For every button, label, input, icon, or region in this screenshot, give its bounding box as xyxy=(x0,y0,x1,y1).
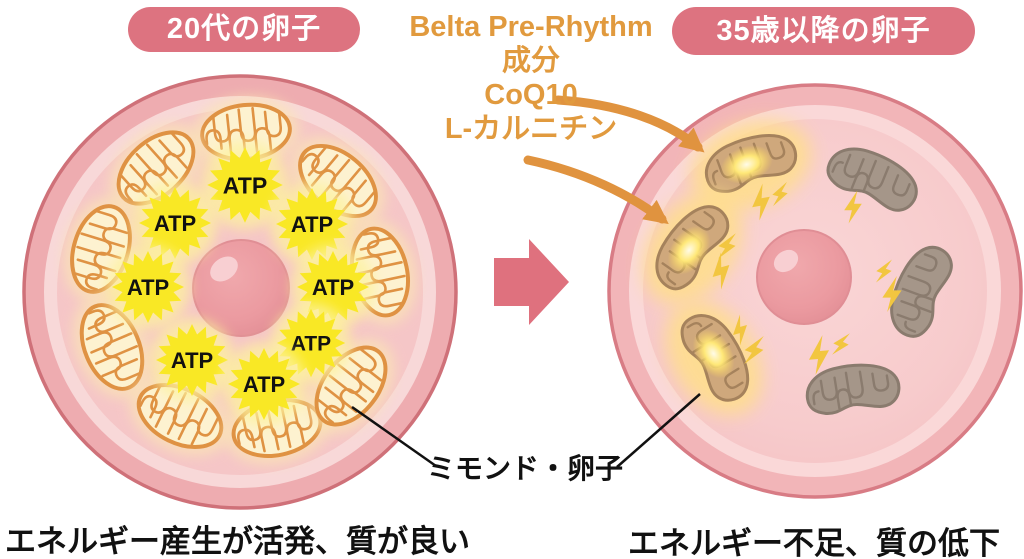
right-cell-title-badge: 35歳以降の卵子 xyxy=(672,7,975,55)
supplement-arrow-icon xyxy=(553,95,705,153)
supplement-ingredient-lcarnitine: L-カルニチン xyxy=(444,113,618,145)
atp-label: ATP xyxy=(291,333,331,356)
atp-label: ATP xyxy=(127,275,169,300)
atp-burst-icon: ATP xyxy=(201,141,289,229)
left-cell-title-badge: 20代の卵子 xyxy=(128,7,360,52)
atp-burst-icon: ATP xyxy=(291,245,375,329)
atp-label: ATP xyxy=(243,372,285,397)
atp-label: ATP xyxy=(223,172,267,198)
transition-arrow-icon xyxy=(494,239,569,325)
right-cell-caption: エネルギー不足、質の低下 xyxy=(628,526,1000,559)
supplement-component: 成分 xyxy=(501,45,560,77)
supplement-brand: Belta Pre-Rhythm xyxy=(409,11,653,43)
atp-label: ATP xyxy=(171,348,213,373)
atp-burst-icon: ATP xyxy=(270,182,354,266)
atp-burst-icon: ATP xyxy=(271,303,351,383)
left-cell-title: 20代の卵子 xyxy=(166,13,322,45)
right-cell-nucleus xyxy=(756,229,852,325)
right-cell-title: 35歳以降の卵子 xyxy=(716,15,931,47)
atp-burst-icon: ATP xyxy=(150,318,234,402)
supplement-arrow-icon xyxy=(523,155,669,225)
right-cell-illustration xyxy=(607,83,1023,499)
pointer-line-right xyxy=(616,393,701,468)
pointer-line-left xyxy=(351,405,437,468)
supplement-text: Belta Pre-Rhythm 成分 CoQ10 L-カルニチン xyxy=(381,10,681,146)
left-cell-illustration: ATP ATP ATP ATP ATP ATP xyxy=(22,74,458,510)
atp-burst-icon: ATP xyxy=(133,181,217,265)
left-cell-nucleus xyxy=(192,239,290,337)
atp-burst-icon: ATP xyxy=(106,245,190,329)
atp-label: ATP xyxy=(312,275,354,300)
left-cell-caption: エネルギー産生が活発、質が良い xyxy=(5,524,470,559)
supplement-ingredient-coq10: CoQ10 xyxy=(484,79,578,111)
atp-burst-icon: ATP xyxy=(222,342,306,426)
atp-label: ATP xyxy=(154,211,196,236)
atp-label: ATP xyxy=(291,212,333,237)
cell-pointer-label: ミモンド・卵子 xyxy=(426,453,623,484)
